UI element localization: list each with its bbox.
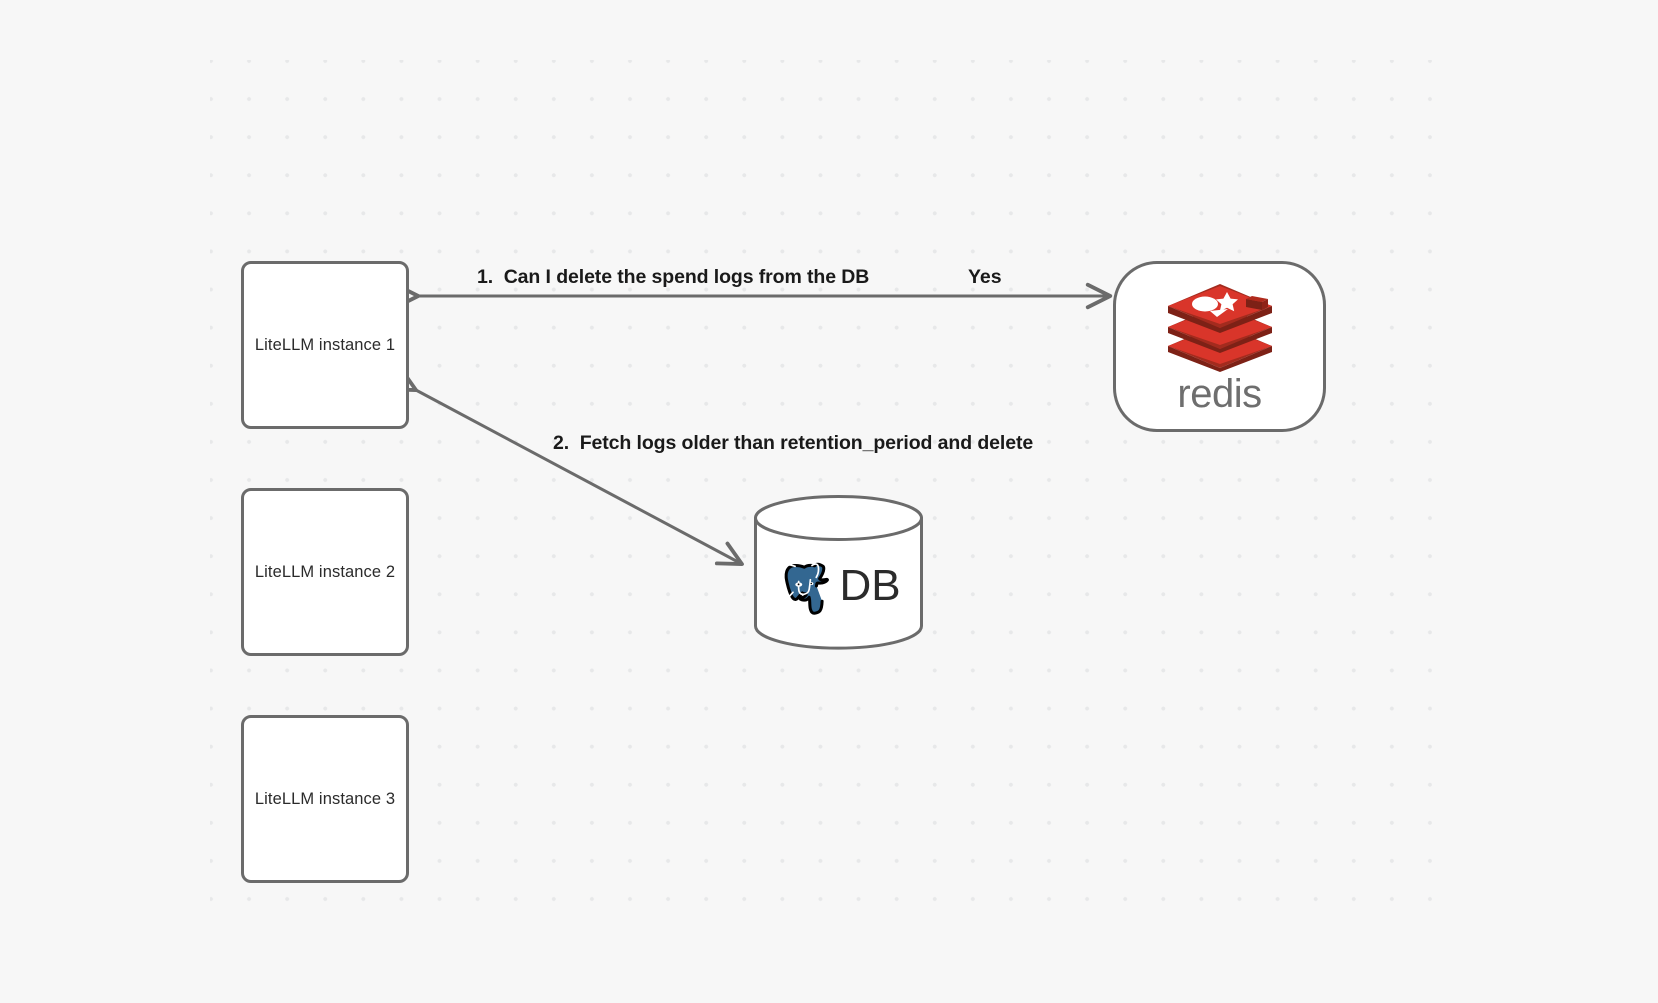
- postgres-elephant-icon: [776, 562, 830, 615]
- db-label-group: DB: [753, 546, 924, 626]
- edge-label-step-2: 2. Fetch logs older than retention_perio…: [553, 432, 1034, 454]
- node-litellm-instance-3[interactable]: LiteLLM instance 3: [241, 715, 409, 883]
- cylinder-shape: [754, 495, 923, 650]
- redis-logo-icon: [1167, 283, 1272, 372]
- node-redis[interactable]: redis: [1113, 261, 1326, 432]
- db-label: DB: [839, 561, 901, 610]
- node-label: LiteLLM instance 3: [254, 789, 396, 808]
- edge-label-yes: Yes: [968, 266, 1002, 288]
- node-label: LiteLLM instance 1: [254, 335, 396, 354]
- node-litellm-instance-1[interactable]: LiteLLM instance 1: [241, 261, 409, 429]
- edge-instance1-db: [388, 367, 744, 566]
- node-litellm-instance-2[interactable]: LiteLLM instance 2: [241, 488, 409, 656]
- edge-label-step-1: 1. Can I delete the spend logs from the …: [477, 266, 870, 288]
- redis-wordmark: redis: [1177, 371, 1262, 416]
- node-database[interactable]: DB: [753, 494, 924, 650]
- node-label: LiteLLM instance 2: [254, 562, 396, 581]
